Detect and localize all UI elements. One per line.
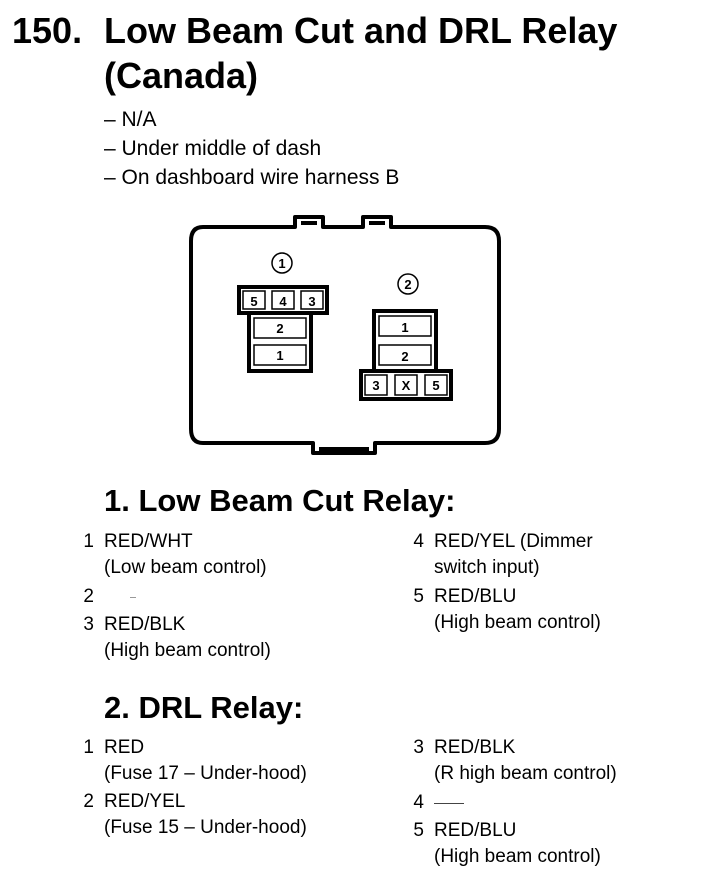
pin-entry: RED/YEL (Dimmer switch input) bbox=[434, 529, 593, 581]
pin-number: 3 bbox=[413, 737, 424, 758]
section-heading-drl-relay: 2. DRL Relay: bbox=[104, 690, 304, 725]
connector-1-pin-1: 1 bbox=[276, 348, 283, 363]
wire-description: (High beam control) bbox=[434, 846, 601, 867]
wire-color: RED/YEL (Dimmer bbox=[434, 531, 593, 552]
pin-entry: RED/BLU (High beam control) bbox=[434, 584, 601, 636]
wire-color: RED/BLU bbox=[434, 586, 517, 607]
pin-number: 1 bbox=[83, 531, 94, 552]
connector-1: 1 5 4 3 2 1 bbox=[237, 252, 329, 373]
info-location: – Under middle of dash bbox=[104, 137, 322, 160]
pin-number: 4 bbox=[413, 792, 424, 813]
pin-number: 3 bbox=[83, 614, 94, 635]
section-heading-low-beam-cut-relay: 1. Low Beam Cut Relay: bbox=[104, 483, 456, 518]
connector-1-pin-5: 5 bbox=[250, 294, 257, 309]
pin-entry: RED (Fuse 17 – Under-hood) bbox=[104, 735, 307, 787]
connector-2-pin-5: 5 bbox=[432, 378, 439, 393]
pin-number: 2 bbox=[83, 791, 94, 812]
connector-1-badge-number: 1 bbox=[278, 256, 285, 271]
page-title-region: (Canada) bbox=[104, 55, 259, 96]
empty-pin-dash bbox=[130, 597, 136, 598]
pin-number: 4 bbox=[413, 531, 424, 552]
wire-color: RED/BLK bbox=[104, 614, 186, 635]
wire-description: (R high beam control) bbox=[434, 763, 617, 784]
connector-2-badge-number: 2 bbox=[404, 277, 411, 292]
connector-2-pin-x: X bbox=[402, 378, 411, 393]
connector-2-pin-3: 3 bbox=[372, 378, 379, 393]
connector-1-badge bbox=[271, 252, 293, 274]
wire-description: (Fuse 17 – Under-hood) bbox=[104, 763, 307, 784]
wire-description: (High beam control) bbox=[434, 612, 601, 633]
pin-number: 1 bbox=[83, 737, 94, 758]
section-number: 150. bbox=[12, 10, 83, 51]
info-availability: – N/A bbox=[104, 108, 157, 131]
relay-housing-outline bbox=[189, 215, 501, 455]
pin-entry: RED/BLK (High beam control) bbox=[104, 612, 271, 664]
pin-entry: RED/YEL (Fuse 15 – Under-hood) bbox=[104, 789, 307, 841]
connector-1-pin-3: 3 bbox=[308, 294, 315, 309]
connector-diagram: 1 5 4 3 2 1 2 1 2 3 X 5 bbox=[189, 215, 501, 455]
pin-entry: RED/BLU (High beam control) bbox=[434, 818, 601, 870]
pin-entry: RED/BLK (R high beam control) bbox=[434, 735, 617, 787]
wire-color: RED bbox=[104, 737, 145, 758]
wire-color: RED/YEL bbox=[104, 791, 186, 812]
connector-2: 2 1 2 3 X 5 bbox=[359, 273, 453, 401]
connector-2-pin-1: 1 bbox=[401, 320, 408, 335]
pin-entry: RED/WHT (Low beam control) bbox=[104, 529, 267, 581]
connector-2-badge bbox=[397, 273, 419, 295]
connector-1-pin-2: 2 bbox=[276, 321, 283, 336]
connector-2-pin-2: 2 bbox=[401, 349, 408, 364]
connector-1-pin-4: 4 bbox=[279, 294, 287, 309]
wire-color: RED/BLK bbox=[434, 737, 516, 758]
pin-number: 2 bbox=[83, 586, 94, 607]
wire-description: switch input) bbox=[434, 557, 540, 578]
wire-description: (High beam control) bbox=[104, 640, 271, 661]
empty-pin-dash bbox=[434, 803, 464, 804]
wire-color: RED/BLU bbox=[434, 820, 517, 841]
wire-description: (Fuse 15 – Under-hood) bbox=[104, 817, 307, 838]
wire-description: (Low beam control) bbox=[104, 557, 267, 578]
pin-number: 5 bbox=[413, 820, 424, 841]
page-title: Low Beam Cut and DRL Relay bbox=[104, 10, 618, 51]
pin-number: 5 bbox=[413, 586, 424, 607]
info-harness: – On dashboard wire harness B bbox=[104, 166, 400, 189]
wire-color: RED/WHT bbox=[104, 531, 193, 552]
